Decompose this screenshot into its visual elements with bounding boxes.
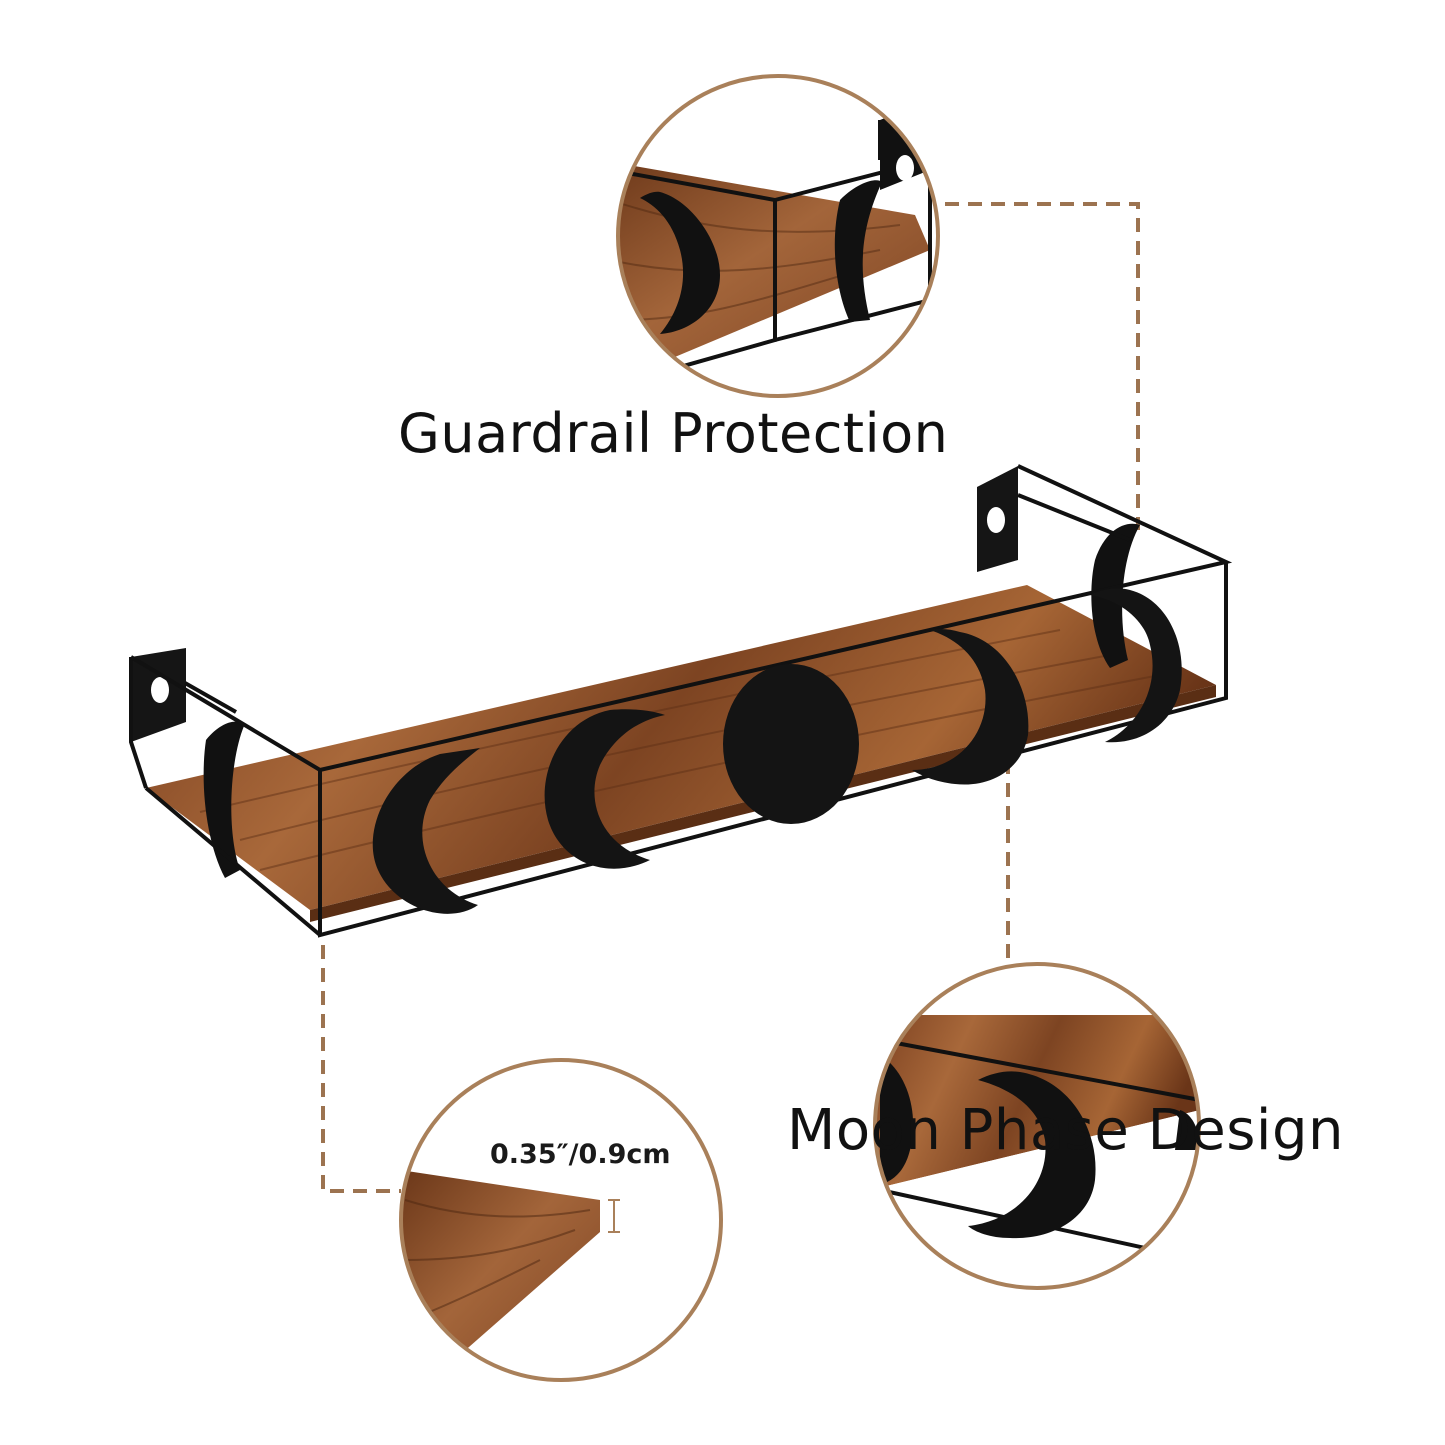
moon-phase-design-caption: Moon Phase Design (787, 1098, 1344, 1163)
thickness-callout (399, 1058, 723, 1382)
guardrail-callout (616, 74, 940, 398)
waning-crescent-2 (1090, 588, 1182, 743)
thickness-label: 0.35″/0.9cm (490, 1139, 671, 1170)
thickness-dimension-marker (608, 1199, 620, 1233)
waxing-crescent-1 (372, 748, 480, 914)
wood-board (146, 585, 1216, 910)
moon-phase-shapes (372, 588, 1182, 914)
callout-moon-detail (968, 1071, 1096, 1239)
callout-ring-bottom-right (873, 962, 1201, 1290)
callout-ring-top (616, 74, 940, 398)
main-shelf (129, 464, 1233, 938)
left-keyhole-icon (151, 677, 169, 703)
connector-thickness (321, 945, 401, 1193)
callout-moon-crescent (640, 191, 720, 334)
connector-guardrail (945, 202, 1140, 530)
full-moon (723, 664, 859, 824)
waning-crescent-1 (912, 628, 1029, 785)
guardrail-protection-caption: Guardrail Protection (398, 402, 949, 465)
right-keyhole-icon (987, 507, 1005, 533)
moon-phase-callout (873, 962, 1201, 1290)
dashed-connector-lines (321, 202, 1140, 1193)
callout-ring-bottom-left (399, 1058, 723, 1382)
waxing-crescent-2 (544, 709, 665, 869)
